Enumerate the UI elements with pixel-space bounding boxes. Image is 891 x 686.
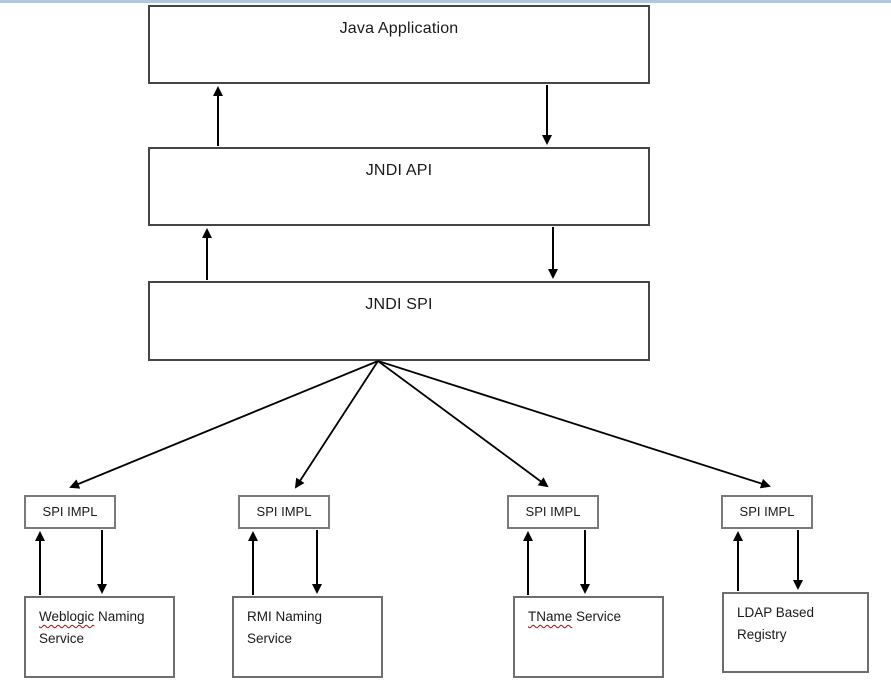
node-spi-impl-1-label: SPI IMPL xyxy=(42,504,98,519)
top-border-strip xyxy=(0,0,891,3)
node-java-application: Java Application xyxy=(148,5,650,84)
node-java-application-label: Java Application xyxy=(339,20,459,37)
node-tname-service: TName Service xyxy=(513,596,664,678)
node-rmi-naming-service: RMI Naming Service xyxy=(232,596,383,678)
node-tname-service-line1: TName Service xyxy=(528,609,622,624)
node-ldap-based-registry-line2: Registry xyxy=(737,627,787,642)
node-jndi-spi-label: JNDI SPI xyxy=(365,296,433,313)
arrow-jndi-spi-to-spi-impl-3 xyxy=(377,360,549,488)
node-rmi-naming-service-line1: RMI Naming xyxy=(247,609,323,624)
arrow-jndi-spi-to-spi-impl-2 xyxy=(294,360,379,489)
node-jndi-spi: JNDI SPI xyxy=(148,281,650,361)
node-ldap-based-registry: LDAP Based Registry xyxy=(722,592,869,673)
node-spi-impl-1: SPI IMPL xyxy=(24,495,116,529)
node-spi-impl-4-label: SPI IMPL xyxy=(739,504,795,519)
node-weblogic-naming-service-line2: Service xyxy=(39,631,85,646)
node-spi-impl-3: SPI IMPL xyxy=(507,495,599,529)
node-jndi-api: JNDI API xyxy=(148,147,650,226)
misspelled-word: TName xyxy=(528,609,573,624)
node-rmi-naming-service-line2: Service xyxy=(247,631,293,646)
node-weblogic-naming-service: Weblogic Naming Service xyxy=(24,596,175,678)
node-spi-impl-2-label: SPI IMPL xyxy=(256,504,312,519)
arrow-jndi-spi-to-spi-impl-1 xyxy=(69,360,379,489)
arrow-jndi-spi-to-spi-impl-4 xyxy=(377,360,771,489)
node-spi-impl-3-label: SPI IMPL xyxy=(525,504,581,519)
node-spi-impl-4: SPI IMPL xyxy=(721,495,813,529)
node-weblogic-naming-service-line1: Weblogic Naming xyxy=(39,609,145,624)
node-spi-impl-2: SPI IMPL xyxy=(238,495,330,529)
node-jndi-api-label: JNDI API xyxy=(365,162,433,179)
node-ldap-based-registry-line1: LDAP Based xyxy=(737,605,815,620)
misspelled-word: Weblogic xyxy=(39,609,95,624)
